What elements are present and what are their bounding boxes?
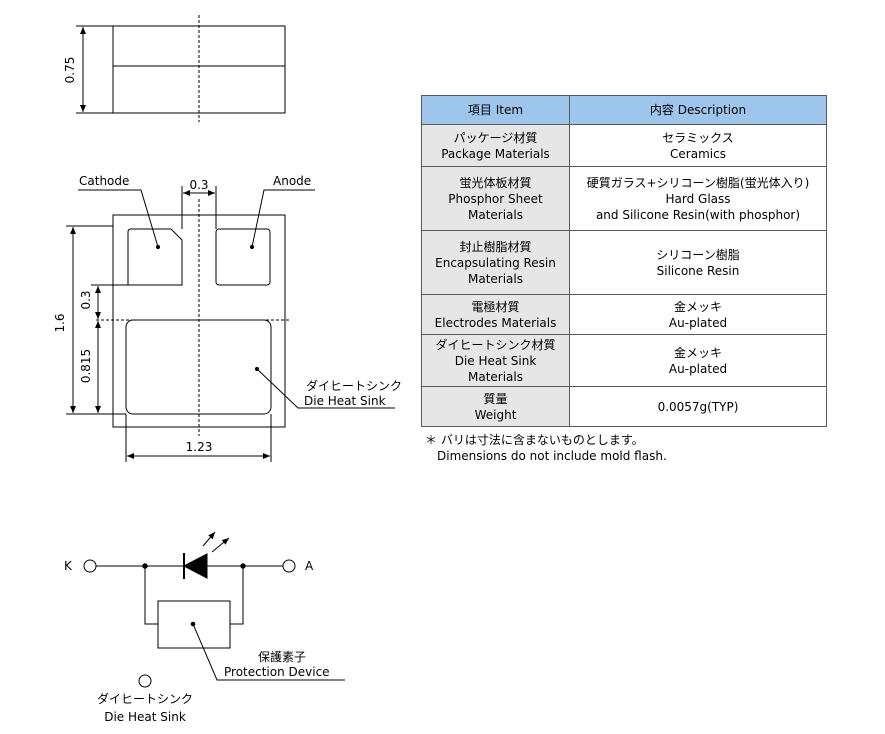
description-text-line: 0.0057g(TYP)	[657, 399, 739, 414]
item-text-line: Materials	[467, 207, 523, 222]
item-text-line: Electrodes Materials	[434, 315, 557, 330]
led-diode-symbol	[182, 553, 208, 579]
protection-label-en: Protection Device	[224, 665, 330, 679]
bottom-view	[66, 186, 395, 462]
cathode-leader	[78, 189, 159, 248]
item-text-line: ダイヒートシンク材質	[435, 337, 556, 352]
protection-device-box	[157, 600, 231, 649]
footnote-en: Dimensions do not include mold flash.	[437, 449, 667, 463]
description-text-line: 硬質ガラス+シリコーン樹脂(蛍光体入り)	[586, 175, 810, 190]
table-header-row: 項目 Item 内容 Description	[421, 95, 827, 125]
heat-sink-label-jp: ダイヒートシンク	[306, 378, 402, 393]
description-text-line: 金メッキ	[673, 299, 722, 314]
side-view-body	[112, 25, 286, 114]
item-text-line: Encapsulating Resin	[435, 255, 556, 270]
total-length-label: 1.6	[53, 313, 67, 332]
item-text-line: 蛍光体板材質	[459, 175, 532, 190]
height-dimension-label: 0.75	[63, 57, 77, 84]
anode-section-label: 0.3	[79, 290, 93, 309]
circuit-diagram	[83, 531, 345, 688]
item-text-line: 質量	[483, 391, 508, 406]
light-arrow-2	[211, 537, 230, 553]
description-text-line: Au-plated	[668, 315, 728, 330]
header-item: 項目 Item	[421, 95, 570, 125]
cathode-label: Cathode	[79, 174, 129, 188]
description-text-line: Au-plated	[668, 361, 728, 376]
protection-wire	[144, 566, 158, 625]
item-text-line: 電極材質	[471, 299, 520, 314]
item-text-line: Package Materials	[441, 146, 550, 161]
circuit-heat-sink-label-jp: ダイヒートシンク	[97, 691, 193, 706]
heatsink-length-label: 0.815	[79, 349, 93, 383]
light-arrow-1	[202, 531, 216, 547]
protection-leader	[192, 623, 345, 681]
heatsink-width-label: 1.23	[186, 440, 213, 454]
heat-sink-label-en: Die Heat Sink	[304, 394, 386, 408]
terminal-a	[282, 559, 296, 573]
description-text-line: Hard Glass	[665, 191, 731, 206]
description-text-line: and Silicone Resin(with phosphor)	[595, 207, 801, 222]
item-text-line: Die Heat Sink	[454, 353, 537, 368]
circuit-heat-sink-label-en: Die Heat Sink	[104, 710, 186, 724]
item-text-line: Materials	[467, 271, 523, 286]
terminal-a-label: A	[305, 559, 314, 573]
description-cell: 0.0057g(TYP)	[569, 386, 827, 427]
anode-leader	[251, 189, 315, 248]
anode-label: Anode	[273, 174, 311, 188]
description-text-line: Ceramics	[670, 146, 726, 161]
terminal-k-label: K	[64, 559, 73, 573]
item-text-line: パッケージ材質	[453, 130, 538, 145]
item-text-line: Weight	[474, 407, 517, 422]
description-text-line: 金メッキ	[673, 345, 722, 360]
footnote-jp: ＊ バリは寸法に含まないものとします。	[425, 433, 644, 447]
anode-pad	[215, 228, 271, 286]
cathode-pad	[127, 228, 183, 286]
protection-label-jp: 保護素子	[258, 649, 306, 664]
heat-sink-leader	[256, 368, 395, 409]
description-text-line: シリコーン樹脂	[656, 247, 740, 262]
header-description: 内容 Description	[569, 95, 827, 125]
terminal-k	[83, 559, 97, 573]
protection-wire-right	[230, 566, 244, 625]
side-view	[76, 15, 286, 122]
footnote: ＊ バリは寸法に含まないものとします。 Dimensions do not in…	[425, 432, 667, 464]
description-text-line: Silicone Resin	[656, 263, 740, 278]
die-heat-sink-terminal	[138, 674, 152, 688]
description-text-line: セラミックス	[662, 130, 734, 145]
terminal-gap-label: 0.3	[189, 178, 208, 192]
item-text-line: Phosphor Sheet	[448, 191, 543, 206]
item-text-line: Materials	[467, 369, 523, 384]
item-text-line: 封止樹脂材質	[459, 239, 532, 254]
